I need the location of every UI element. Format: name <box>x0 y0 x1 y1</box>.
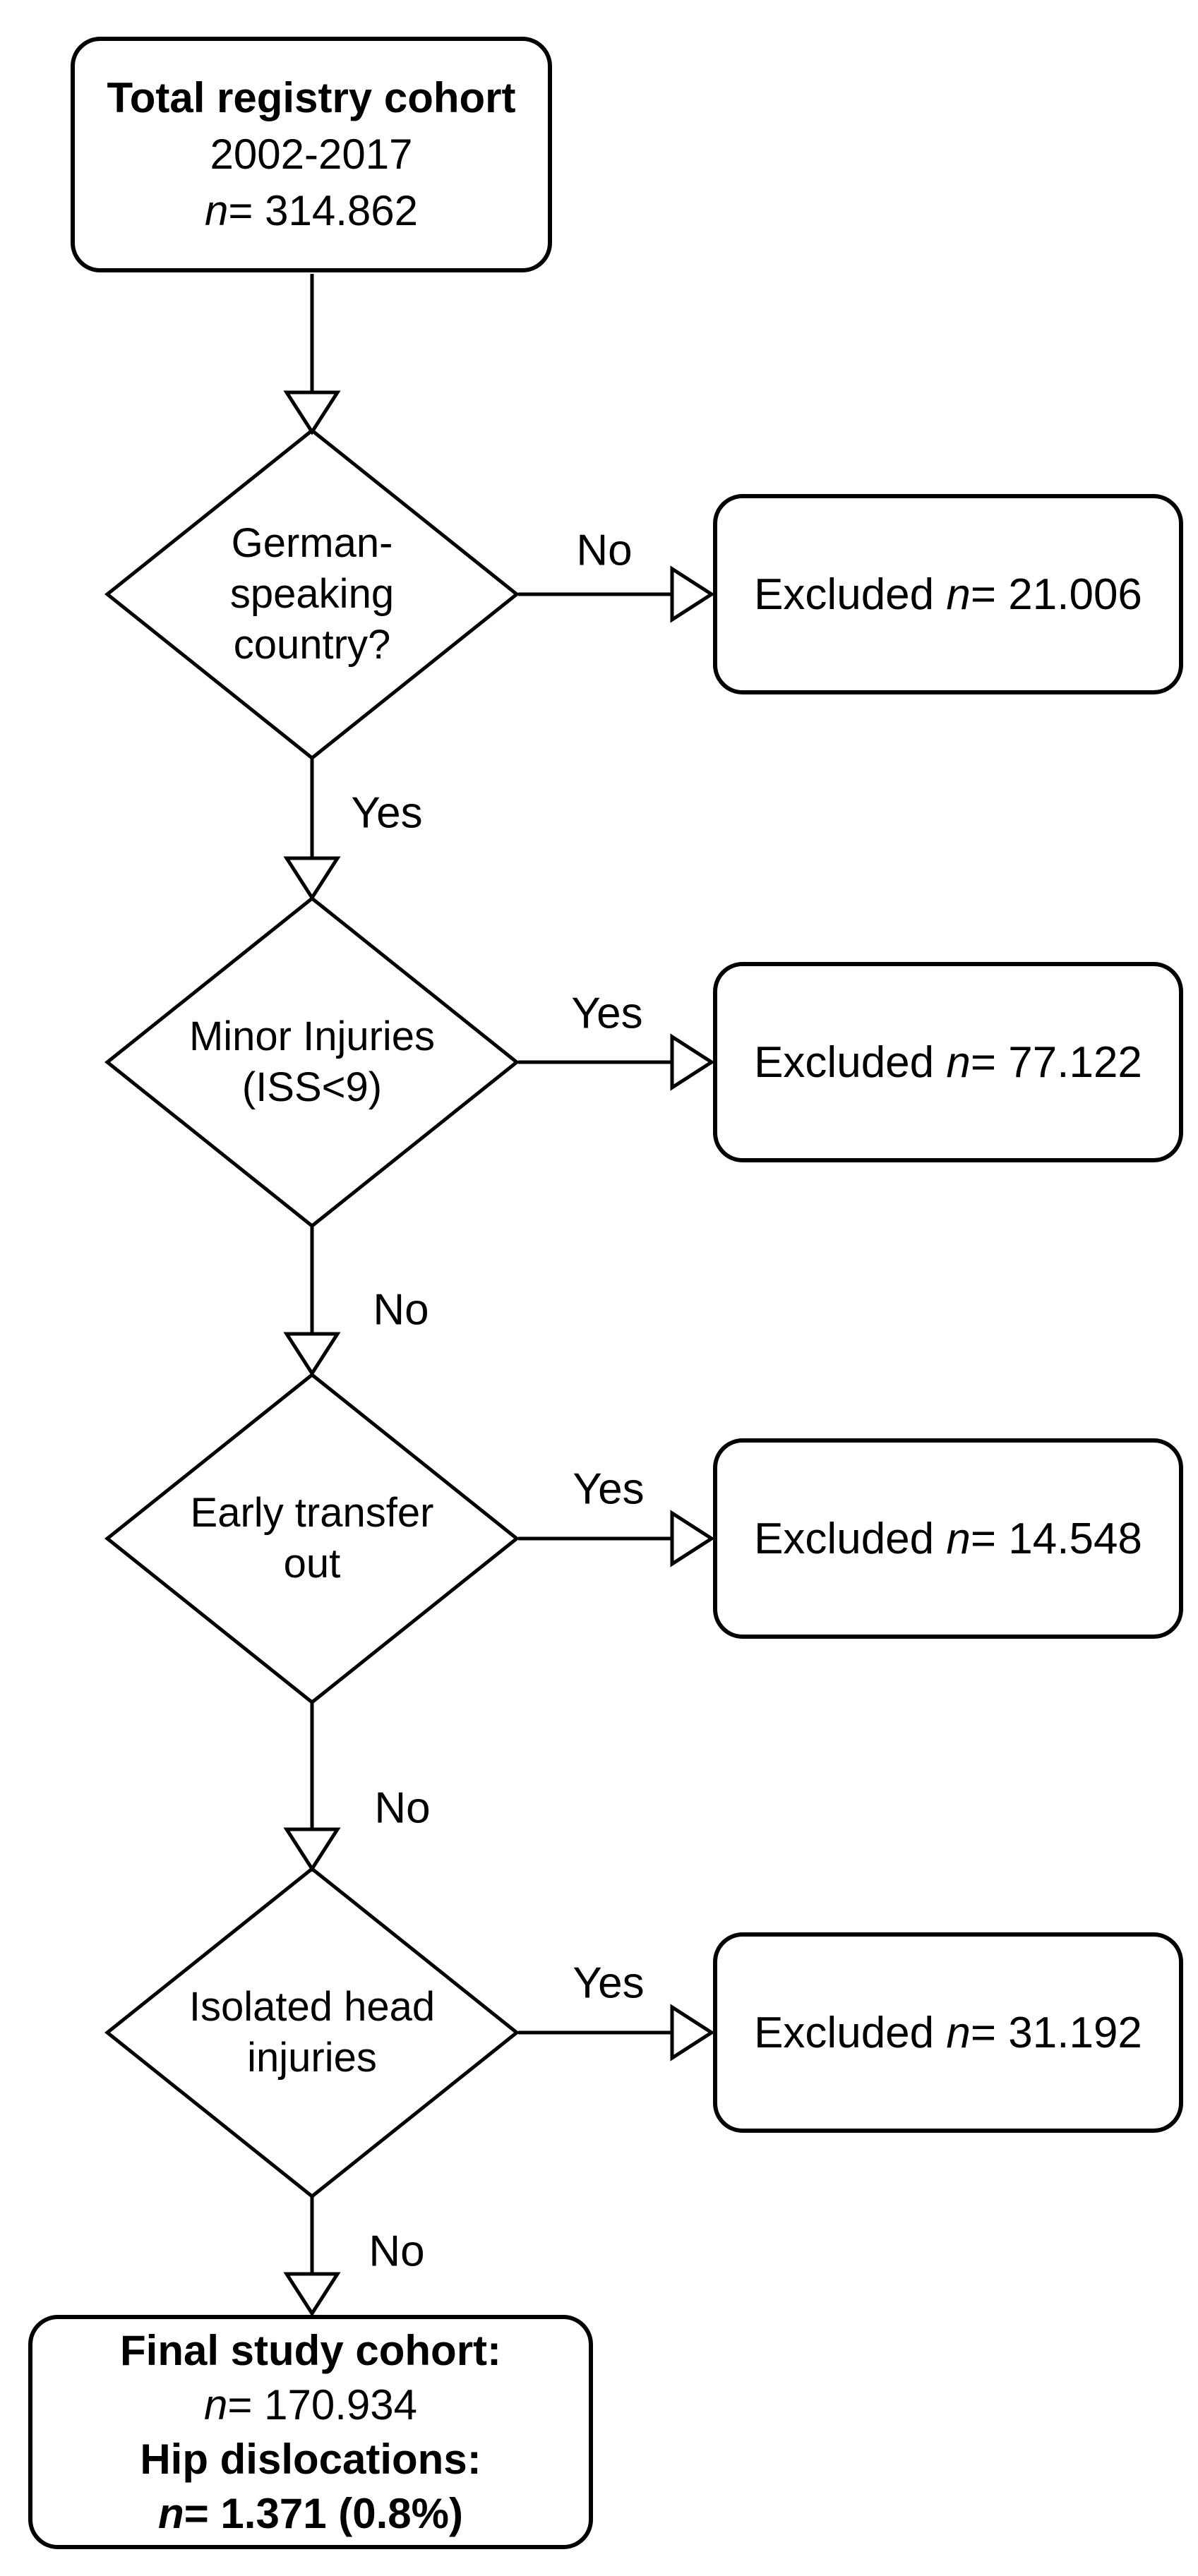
arrowhead-right-icon <box>670 2004 715 2062</box>
branch-label-no-down-4: No <box>369 2227 425 2276</box>
start-box-total-registry-cohort: Total registry cohort 2002-2017 n= 314.8… <box>71 37 552 272</box>
branch-label-yes-4: Yes <box>573 1958 645 2008</box>
final-box-n: n= 170.934 <box>204 2381 417 2428</box>
decision-text-minor-injuries: Minor Injuries (ISS<9) <box>188 1013 436 1110</box>
branch-label-yes-down-1: Yes <box>351 788 423 838</box>
branch-label-no-down-2: No <box>373 1285 429 1335</box>
arrowhead-down-icon <box>283 1827 341 1872</box>
excluded-box-3-text: Excluded n= 14.548 <box>754 1514 1142 1563</box>
excluded-box-4-text: Excluded n= 31.192 <box>754 2008 1142 2057</box>
excluded-box-3: Excluded n= 14.548 <box>713 1438 1183 1639</box>
start-box-n: n= 314.862 <box>205 187 418 234</box>
excluded-box-1: Excluded n= 21.006 <box>713 494 1183 694</box>
excluded-box-2: Excluded n= 77.122 <box>713 962 1183 1162</box>
branch-label-no-down-3: No <box>374 1783 431 1833</box>
arrowhead-right-icon <box>670 565 715 623</box>
final-box-hip-n: n= 1.371 (0.8%) <box>158 2490 463 2537</box>
arrowhead-right-icon <box>670 1510 715 1567</box>
branch-label-yes-3: Yes <box>573 1464 645 1514</box>
excluded-box-2-text: Excluded n= 77.122 <box>754 1037 1142 1087</box>
branch-label-yes-2: Yes <box>571 989 643 1038</box>
arrowhead-down-icon <box>283 2272 341 2317</box>
start-box-years: 2002-2017 <box>210 131 413 178</box>
excluded-box-4: Excluded n= 31.192 <box>713 1932 1183 2133</box>
arrowhead-right-icon <box>670 1033 715 1091</box>
start-box-title: Total registry cohort <box>107 74 516 121</box>
decision-text-early-transfer: Early transfer out <box>190 1490 434 1587</box>
arrowhead-down-icon <box>283 856 341 901</box>
arrowhead-down-icon <box>283 390 341 435</box>
final-box-hip-title: Hip dislocations: <box>140 2436 481 2483</box>
decision-text-isolated-head: Isolated head injuries <box>188 1984 436 2081</box>
excluded-box-1-text: Excluded n= 21.006 <box>754 570 1142 619</box>
decision-text-german-speaking: German- speaking country? <box>229 520 395 668</box>
final-box-title: Final study cohort: <box>120 2327 501 2374</box>
final-box-study-cohort: Final study cohort: n= 170.934 Hip dislo… <box>28 2315 593 2549</box>
branch-label-no-1: No <box>576 526 633 575</box>
arrowhead-down-icon <box>283 1332 341 1377</box>
